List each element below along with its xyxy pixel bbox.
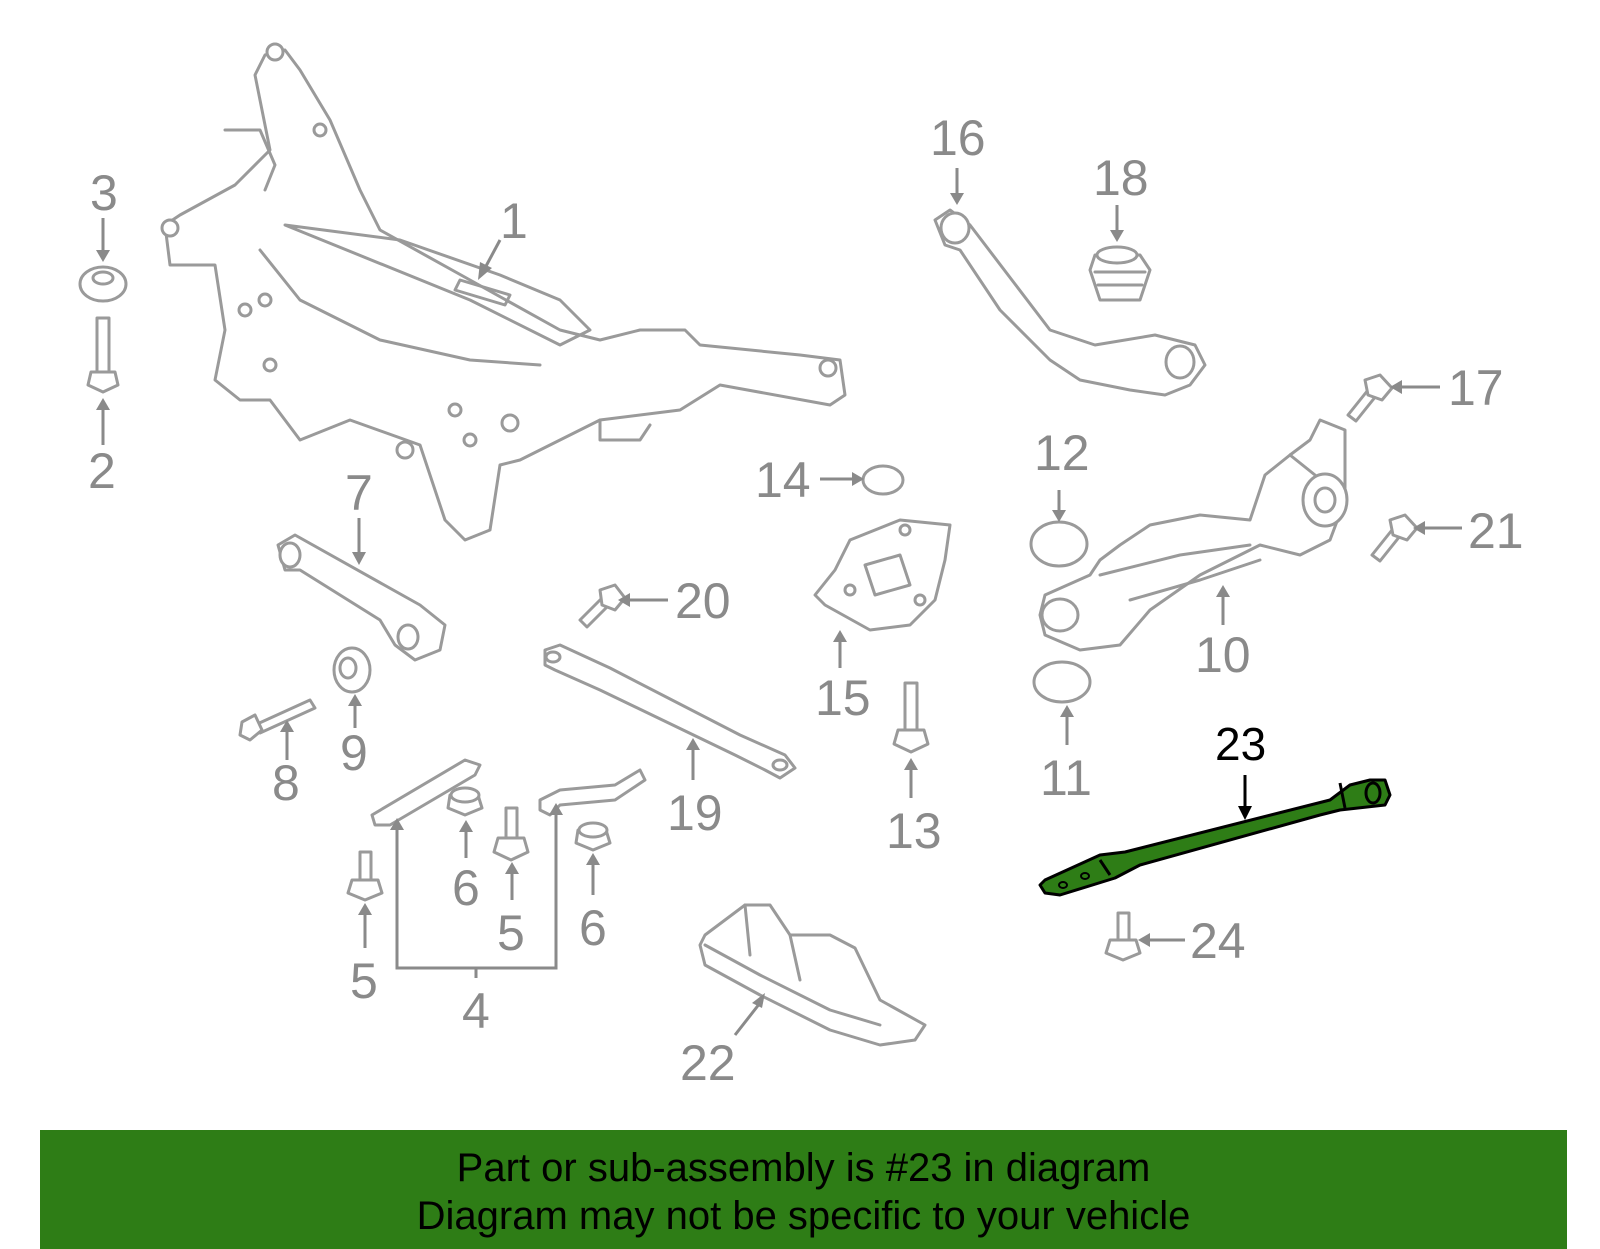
label-12[interactable]: 12 <box>1034 425 1090 481</box>
banner-line-2: Diagram may not be specific to your vehi… <box>416 1194 1191 1238</box>
arrowhead-16 <box>950 193 964 205</box>
part-22-guard[interactable] <box>698 903 927 1047</box>
part-9-bushing[interactable] <box>332 646 372 694</box>
part-12-washer[interactable] <box>1029 520 1089 568</box>
label-16[interactable]: 16 <box>930 110 986 166</box>
arrowhead-2 <box>96 398 110 410</box>
arrowhead-12 <box>1052 510 1066 522</box>
label-5a[interactable]: 5 <box>350 953 378 1009</box>
arrowhead-23 <box>1238 806 1252 820</box>
label-1[interactable]: 1 <box>500 193 528 249</box>
arrowhead-4b <box>549 803 563 815</box>
part-4-brackets[interactable] <box>370 758 647 827</box>
part-23-eye <box>1364 781 1382 805</box>
label-13[interactable]: 13 <box>886 803 942 859</box>
label-4[interactable]: 4 <box>462 983 490 1039</box>
label-19[interactable]: 19 <box>667 785 723 841</box>
part-18-bumpstop[interactable] <box>1088 245 1152 302</box>
part-23-detail-line <box>1338 782 1347 809</box>
part-11-washer[interactable] <box>1032 660 1092 704</box>
part-17-bolt[interactable] <box>1346 373 1394 423</box>
arrowhead-13 <box>904 758 918 770</box>
arrowhead-7 <box>352 552 366 565</box>
arrowhead-21 <box>1413 521 1425 535</box>
label-2[interactable]: 2 <box>88 443 116 499</box>
label-14[interactable]: 14 <box>755 452 811 508</box>
part-20-bolt[interactable] <box>578 583 627 629</box>
label-18[interactable]: 18 <box>1093 150 1149 206</box>
label-6b[interactable]: 6 <box>579 900 607 956</box>
arrowhead-6b <box>586 853 600 865</box>
part-10-knuckle[interactable] <box>1038 418 1349 652</box>
arrowhead-8 <box>280 720 294 732</box>
part-24-bolt[interactable] <box>1104 911 1142 962</box>
part-16-upper-arm[interactable] <box>933 208 1207 397</box>
arrowhead-24 <box>1138 933 1150 947</box>
leader-22 <box>733 1002 762 1036</box>
arrowhead-20 <box>618 593 630 607</box>
arrowhead-3 <box>96 250 110 262</box>
arrowhead-4a <box>390 818 404 830</box>
part-23-hole-2 <box>1080 872 1090 880</box>
label-17[interactable]: 17 <box>1448 360 1504 416</box>
arrowhead-17 <box>1390 380 1402 394</box>
part-23-link-highlighted[interactable] <box>1038 778 1392 897</box>
banner-line-1: Part or sub-assembly is #23 in diagram <box>456 1146 1151 1190</box>
arrowhead-1 <box>478 262 492 280</box>
label-3[interactable]: 3 <box>90 165 118 221</box>
arrowhead-19 <box>686 738 700 750</box>
arrowhead-14 <box>852 472 864 486</box>
part-1-subframe[interactable] <box>160 42 847 542</box>
part-7-link[interactable] <box>276 533 447 662</box>
label-21[interactable]: 21 <box>1468 503 1524 559</box>
part-15-bracket[interactable] <box>813 518 952 632</box>
arrowhead-9 <box>348 694 362 706</box>
arrowhead-6a <box>459 820 473 832</box>
part-2-bolt[interactable] <box>86 316 120 394</box>
label-20[interactable]: 20 <box>675 573 731 629</box>
arrowhead-18 <box>1110 230 1124 242</box>
part-13-bolt[interactable] <box>892 681 930 754</box>
label-5b[interactable]: 5 <box>497 905 525 961</box>
label-9[interactable]: 9 <box>340 725 368 781</box>
label-22[interactable]: 22 <box>680 1035 736 1091</box>
part-21-bolt[interactable] <box>1370 513 1419 563</box>
arrowhead-15 <box>833 630 847 642</box>
part-23-hole-1 <box>1058 881 1068 889</box>
arrowhead-5b <box>505 862 519 874</box>
label-6a[interactable]: 6 <box>452 860 480 916</box>
label-11[interactable]: 11 <box>1040 750 1092 806</box>
part-5a-bolt[interactable] <box>346 850 384 902</box>
part-6b-nut[interactable] <box>574 821 612 852</box>
arrowhead-11 <box>1060 705 1074 717</box>
label-8[interactable]: 8 <box>272 755 300 811</box>
arrowhead-10 <box>1216 585 1230 597</box>
part-19-lower-link[interactable] <box>543 643 797 780</box>
part-14-washer[interactable] <box>861 464 905 496</box>
info-banner: Part or sub-assembly is #23 in diagram D… <box>40 1130 1567 1249</box>
label-24[interactable]: 24 <box>1190 913 1246 969</box>
arrowhead-5a <box>358 903 372 915</box>
part-6a-nut[interactable] <box>446 786 484 817</box>
label-10[interactable]: 10 <box>1195 627 1251 683</box>
arrowhead-22 <box>752 993 765 1008</box>
label-15[interactable]: 15 <box>815 670 871 726</box>
leader-1 <box>483 239 502 269</box>
part-3-washer[interactable] <box>78 265 128 303</box>
part-23-detail-line-2 <box>1098 859 1112 876</box>
part-5b-bolt[interactable] <box>492 806 530 862</box>
part-8-bolt[interactable] <box>238 698 317 742</box>
label-23[interactable]: 23 <box>1215 718 1266 770</box>
label-7[interactable]: 7 <box>345 465 373 521</box>
